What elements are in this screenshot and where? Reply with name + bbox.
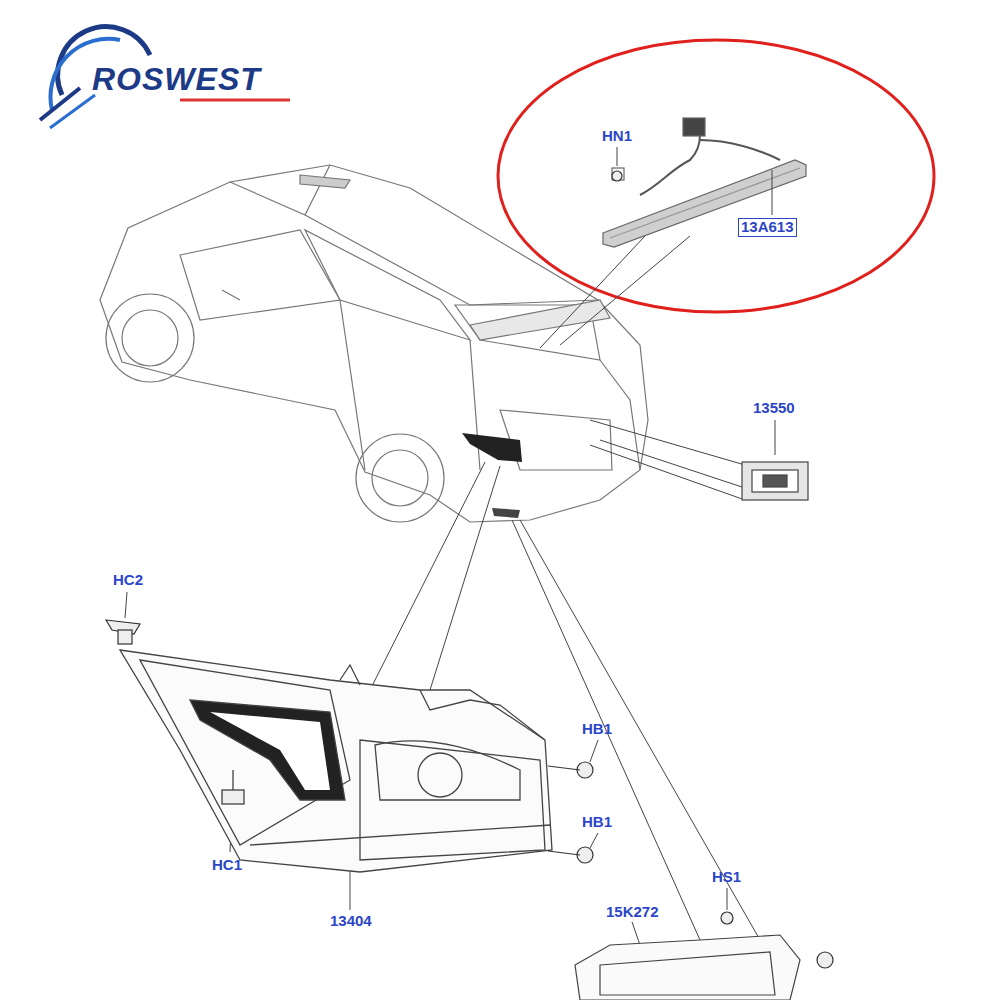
illustration-part bbox=[548, 766, 580, 770]
illustration-part bbox=[742, 462, 808, 500]
illustration-part bbox=[40, 88, 80, 120]
tail-lamp bbox=[120, 650, 552, 872]
callout-number: HB1 bbox=[582, 814, 612, 831]
illustration-part bbox=[190, 700, 345, 800]
illustration-part bbox=[617, 147, 618, 166]
illustration-part bbox=[370, 462, 485, 690]
illustration-part bbox=[600, 360, 640, 470]
illustration-part bbox=[250, 825, 550, 845]
illustration-part bbox=[612, 168, 624, 180]
illustration-part bbox=[610, 168, 800, 238]
illustration-part bbox=[590, 740, 598, 762]
illustration-part bbox=[520, 520, 760, 940]
illustration-part bbox=[763, 475, 787, 487]
illustration-part bbox=[817, 952, 833, 968]
reflector-lamp bbox=[575, 935, 800, 1000]
illustration-part bbox=[462, 433, 522, 462]
illustration-part bbox=[180, 230, 340, 320]
illustration-part bbox=[222, 290, 240, 300]
callout-number: 13550 bbox=[753, 400, 795, 417]
illustration-part bbox=[418, 753, 462, 797]
illustration-part bbox=[612, 171, 622, 181]
stop-lamp bbox=[603, 118, 806, 247]
illustration-part bbox=[356, 434, 444, 522]
illustration-part bbox=[50, 95, 95, 128]
illustration-part bbox=[603, 160, 806, 247]
illustration-part bbox=[222, 790, 244, 804]
illustration-part bbox=[300, 175, 350, 188]
fastener bbox=[106, 171, 833, 968]
illustration-part bbox=[512, 520, 700, 940]
vehicle-outline bbox=[100, 165, 648, 522]
illustration-part bbox=[140, 660, 350, 845]
illustration-part bbox=[470, 300, 610, 340]
callout-number: HC2 bbox=[113, 572, 143, 589]
illustration-part bbox=[575, 935, 800, 1000]
illustration-part bbox=[721, 912, 733, 924]
callout-number: 15K272 bbox=[606, 904, 659, 921]
highlight-ellipse bbox=[498, 40, 934, 312]
illustration-part bbox=[340, 665, 360, 685]
illustration-part bbox=[540, 236, 645, 348]
license-lamp bbox=[742, 462, 808, 500]
tail-lamp-on-vehicle bbox=[462, 433, 522, 518]
illustration-part bbox=[360, 740, 545, 860]
illustration-part bbox=[560, 236, 690, 345]
illustration-part bbox=[492, 508, 520, 518]
illustration-part bbox=[122, 310, 178, 366]
illustration-part bbox=[118, 630, 132, 644]
illustration-part bbox=[210, 712, 330, 790]
callout-number: HC1 bbox=[212, 857, 242, 874]
illustration-part bbox=[120, 650, 552, 872]
illustration-part bbox=[340, 300, 365, 470]
illustration-part bbox=[683, 118, 705, 136]
illustration-part bbox=[305, 230, 470, 340]
illustration-part bbox=[470, 340, 480, 470]
illustration-part bbox=[180, 99, 290, 102]
illustration-part bbox=[775, 420, 776, 455]
illustration-part bbox=[375, 741, 520, 800]
watermark: ROSWEST bbox=[92, 62, 261, 97]
illustration-part bbox=[600, 440, 745, 488]
illustration-part bbox=[640, 135, 700, 195]
illustration-part bbox=[632, 922, 640, 945]
callout-number: 13404 bbox=[330, 913, 372, 930]
illustration-part bbox=[232, 770, 233, 790]
illustration-part bbox=[752, 470, 798, 492]
illustration-part bbox=[372, 450, 428, 506]
illustration-part bbox=[590, 420, 745, 465]
illustration-part bbox=[106, 294, 194, 382]
callout-number: HS1 bbox=[712, 869, 741, 886]
logo-swoosh bbox=[40, 27, 290, 128]
illustration-part bbox=[727, 888, 728, 910]
illustration-part bbox=[772, 170, 773, 215]
illustration-part bbox=[100, 165, 648, 522]
callout-number: HB1 bbox=[582, 721, 612, 738]
illustration-part bbox=[420, 690, 545, 740]
illustration-part bbox=[548, 851, 580, 855]
illustration-part bbox=[600, 952, 775, 995]
illustration-part bbox=[590, 833, 598, 848]
callout-number: 13A613 bbox=[738, 218, 797, 237]
illustration-part bbox=[305, 165, 330, 215]
illustration-part bbox=[700, 140, 780, 160]
illustration-part bbox=[350, 870, 351, 910]
callout-number: HN1 bbox=[602, 128, 632, 145]
illustration-part bbox=[125, 592, 127, 618]
illustration-part bbox=[590, 445, 745, 500]
illustration-part bbox=[430, 466, 500, 690]
